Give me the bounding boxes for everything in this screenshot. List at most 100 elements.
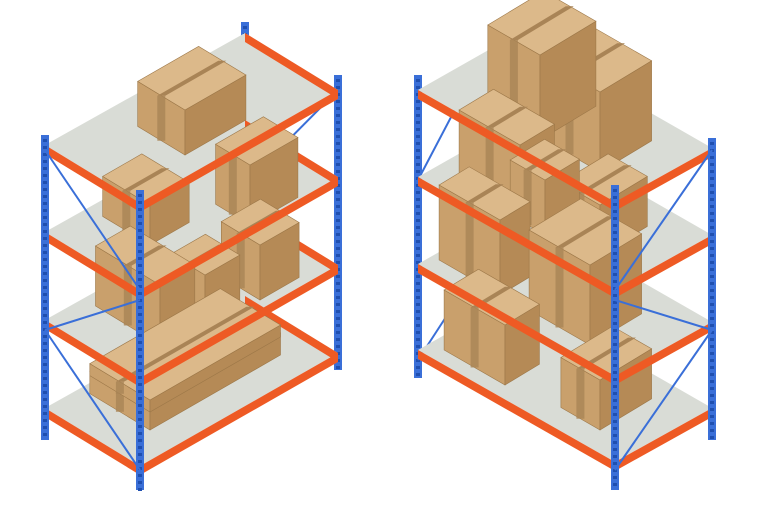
- post-hole: [613, 476, 617, 479]
- post-hole: [613, 434, 617, 437]
- post-hole: [710, 310, 714, 313]
- post-hole: [710, 429, 714, 432]
- post-hole: [138, 425, 142, 428]
- post-hole: [138, 474, 142, 477]
- post-hole: [138, 250, 142, 253]
- post-hole: [613, 210, 617, 213]
- post-hole: [43, 216, 47, 219]
- post-hole: [710, 177, 714, 180]
- post-hole: [336, 366, 340, 369]
- rack-post: [334, 75, 342, 370]
- post-hole: [416, 247, 420, 250]
- post-hole: [138, 348, 142, 351]
- post-hole: [138, 341, 142, 344]
- post-hole: [138, 215, 142, 218]
- post-hole: [336, 240, 340, 243]
- post-hole: [613, 406, 617, 409]
- post-hole: [336, 338, 340, 341]
- post-hole: [336, 79, 340, 82]
- cross-brace: [614, 299, 713, 331]
- post-hole: [416, 226, 420, 229]
- box-tape: [228, 154, 237, 215]
- post-hole: [416, 275, 420, 278]
- shelf-beam: [45, 232, 140, 299]
- post-hole: [613, 455, 617, 458]
- post-hole: [336, 317, 340, 320]
- post-hole: [138, 383, 142, 386]
- post-hole: [43, 384, 47, 387]
- post-hole: [613, 266, 617, 269]
- post-hole: [416, 149, 420, 152]
- post-hole: [710, 247, 714, 250]
- post-hole: [416, 114, 420, 117]
- post-hole: [613, 308, 617, 311]
- post-hole: [416, 338, 420, 341]
- shelf-beam: [140, 353, 338, 475]
- shelf-beam: [45, 408, 140, 475]
- post-hole: [613, 462, 617, 465]
- box-tape: [115, 381, 124, 394]
- post-hole: [138, 453, 142, 456]
- box-tape: [115, 306, 255, 382]
- post-hole: [613, 364, 617, 367]
- post-hole: [613, 252, 617, 255]
- shelf-beam: [45, 145, 140, 212]
- post-hole: [138, 257, 142, 260]
- post-hole: [336, 310, 340, 313]
- post-hole: [43, 342, 47, 345]
- box-tape: [576, 337, 636, 369]
- post-hole: [336, 191, 340, 194]
- post-hole: [416, 310, 420, 313]
- post-hole: [138, 404, 142, 407]
- post-hole: [138, 390, 142, 393]
- post-hole: [336, 142, 340, 145]
- post-hole: [416, 303, 420, 306]
- post-hole: [43, 391, 47, 394]
- post-hole: [710, 359, 714, 362]
- post-hole: [43, 314, 47, 317]
- post-hole: [710, 303, 714, 306]
- post-hole: [710, 296, 714, 299]
- post-hole: [416, 79, 420, 82]
- cardboard-box: [438, 166, 531, 296]
- post-hole: [416, 86, 420, 89]
- post-hole: [138, 488, 142, 491]
- post-hole: [710, 268, 714, 271]
- post-hole: [336, 205, 340, 208]
- post-hole: [613, 329, 617, 332]
- post-hole: [710, 142, 714, 145]
- post-hole: [43, 307, 47, 310]
- cross-brace: [614, 329, 713, 471]
- post-hole: [336, 275, 340, 278]
- post-hole: [43, 244, 47, 247]
- post-hole: [43, 412, 47, 415]
- post-hole: [613, 385, 617, 388]
- post-hole: [138, 355, 142, 358]
- post-hole: [138, 362, 142, 365]
- post-hole: [613, 399, 617, 402]
- post-hole: [613, 231, 617, 234]
- post-hole: [416, 107, 420, 110]
- post-hole: [336, 107, 340, 110]
- post-hole: [336, 303, 340, 306]
- post-hole: [336, 233, 340, 236]
- shelf-beam: [45, 320, 140, 387]
- post-hole: [613, 203, 617, 206]
- post-hole: [613, 427, 617, 430]
- post-hole: [43, 370, 47, 373]
- post-hole: [416, 198, 420, 201]
- post-hole: [138, 208, 142, 211]
- post-hole: [710, 191, 714, 194]
- post-hole: [710, 282, 714, 285]
- post-hole: [710, 387, 714, 390]
- post-hole: [336, 121, 340, 124]
- post-hole: [138, 201, 142, 204]
- post-hole: [43, 419, 47, 422]
- post-hole: [336, 198, 340, 201]
- post-hole: [613, 413, 617, 416]
- post-hole: [336, 345, 340, 348]
- post-hole: [416, 240, 420, 243]
- post-hole: [43, 258, 47, 261]
- post-hole: [43, 272, 47, 275]
- box-tape: [123, 265, 132, 326]
